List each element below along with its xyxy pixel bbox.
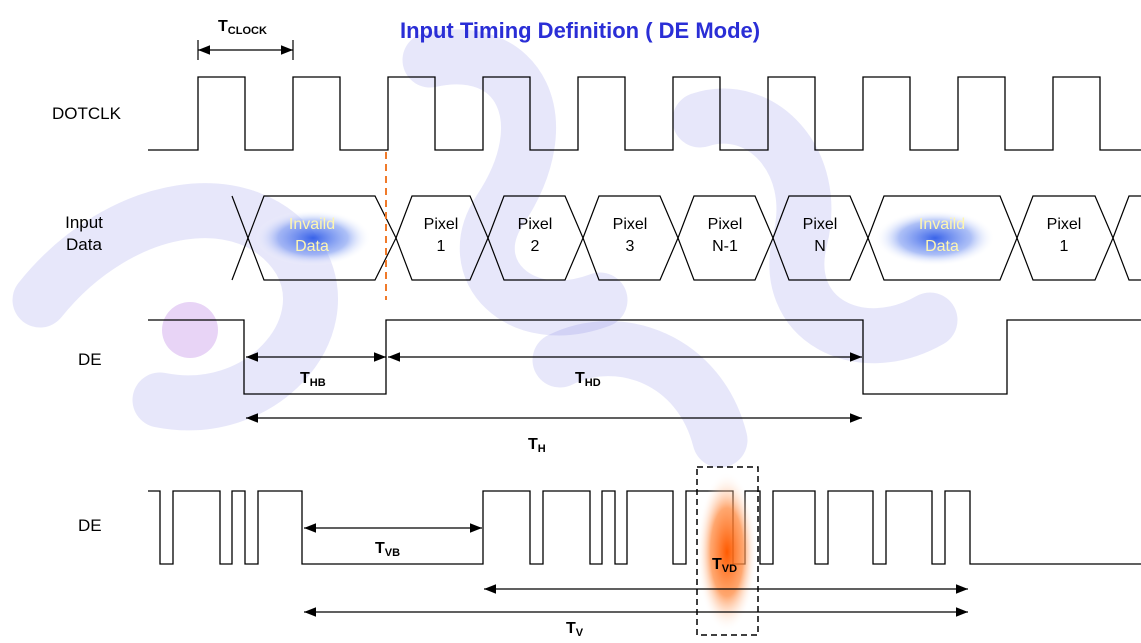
cell-line1: Pixel [802,216,838,233]
tv-sub: V [575,627,584,639]
th-main: T [528,436,538,453]
tclock-main: T [218,18,228,35]
cell-line2: N [814,238,826,255]
cell-line1: Pixel [1046,216,1082,233]
data-cell-pixel: Pixel 2 [500,214,570,258]
tvb-label: TVB [375,540,400,559]
diagram-title: Input Timing Definition ( DE Mode) [400,18,761,43]
data-cell-pixel: Pixel N-1 [690,214,760,258]
data-cell-invalid: Invaild Data [277,214,347,258]
tvd-glow [697,472,757,632]
thd-main: T [575,370,585,387]
cell-line2: N-1 [712,238,738,255]
tvd-sub: VD [721,563,738,575]
tv-main: T [566,620,576,637]
timing-arrows [197,40,968,617]
cell-line2: Data [925,238,959,255]
input-data-label-line1: Input [65,213,103,232]
cell-line1: Pixel [707,216,743,233]
tvd-highlight-box [696,466,759,636]
thb-sub: HB [309,377,326,389]
tvb-sub: VB [384,547,401,559]
de-vertical-waveform [148,490,1141,565]
tv-label: TV [566,620,583,639]
cell-line2: 1 [436,238,446,255]
data-cell-pixel: Pixel 1 [1029,214,1099,258]
cell-line1: Pixel [423,216,459,233]
de-vertical-label: DE [78,516,102,535]
input-data-label: Input Data [54,212,114,256]
de-horizontal-label: DE [78,350,102,369]
tvd-main: T [712,556,722,573]
cell-line2: 3 [625,238,635,255]
cell-line2: Data [295,238,329,255]
invalid-data-glow [875,210,995,266]
watermark-dot [162,302,218,358]
tclock-label: TCLOCK [218,18,267,37]
tvb-main: T [375,540,385,557]
tclock-sub: CLOCK [227,25,267,37]
data-cell-pixel: Pixel 3 [595,214,665,258]
thb-label: THB [300,370,326,389]
input-data-bus [231,195,1141,281]
thd-sub: HD [584,377,601,389]
input-data-label-line2: Data [66,235,102,254]
de-horizontal-waveform [148,319,1141,395]
tvd-label: TVD [712,556,737,575]
cell-line1: Pixel [517,216,553,233]
cell-line1: Pixel [612,216,648,233]
thb-main: T [300,370,310,387]
thd-label: THD [575,370,601,389]
data-cell-pixel: Pixel 1 [406,214,476,258]
data-cell-pixel: Pixel N [785,214,855,258]
data-cell-invalid: Invaild Data [907,214,977,258]
dotclk-label: DOTCLK [52,104,121,123]
cell-line2: 1 [1059,238,1069,255]
cell-line1: Invaild [288,216,336,233]
cell-line1: Invaild [918,216,966,233]
th-label: TH [528,436,546,455]
dotclk-waveform [148,76,1141,151]
cell-line2: 2 [530,238,540,255]
invalid-data-glow [255,210,371,266]
th-sub: H [537,443,546,455]
